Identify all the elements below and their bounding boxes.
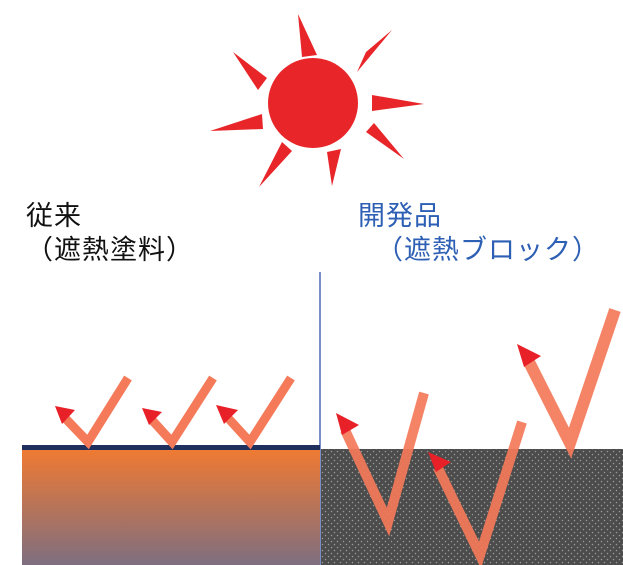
sun-ray [357, 30, 392, 72]
conventional-label: 従来 （遮熱塗料） [26, 200, 194, 268]
developed-product-subtitle: （遮熱ブロック） [376, 235, 600, 266]
conventional-title: 従来 [26, 201, 82, 232]
reflection-arrow [216, 375, 295, 450]
developed-product-title: 開発品 [358, 201, 442, 232]
reflection-arrow [517, 308, 621, 459]
sun-ray [327, 149, 341, 186]
sun-ray [298, 14, 317, 57]
sun-ray [233, 52, 267, 90]
right-reflection-arrows [336, 308, 621, 565]
reflection-arrow [142, 375, 217, 450]
sun-disc [268, 58, 358, 148]
sun-ray [210, 114, 263, 131]
sun-ray [259, 142, 292, 187]
developed-product-label: 開発品 （遮熱ブロック） [358, 200, 600, 268]
reflection-arrow [336, 391, 429, 537]
coated-substrate [22, 449, 320, 565]
reflection-arrow [55, 375, 132, 450]
conventional-subtitle: （遮熱塗料） [26, 235, 194, 266]
left-reflection-arrows [55, 375, 295, 450]
sun-icon [210, 14, 424, 187]
sun-ray [372, 95, 424, 111]
sun-ray [366, 123, 404, 159]
reflection-arrow [428, 420, 527, 565]
